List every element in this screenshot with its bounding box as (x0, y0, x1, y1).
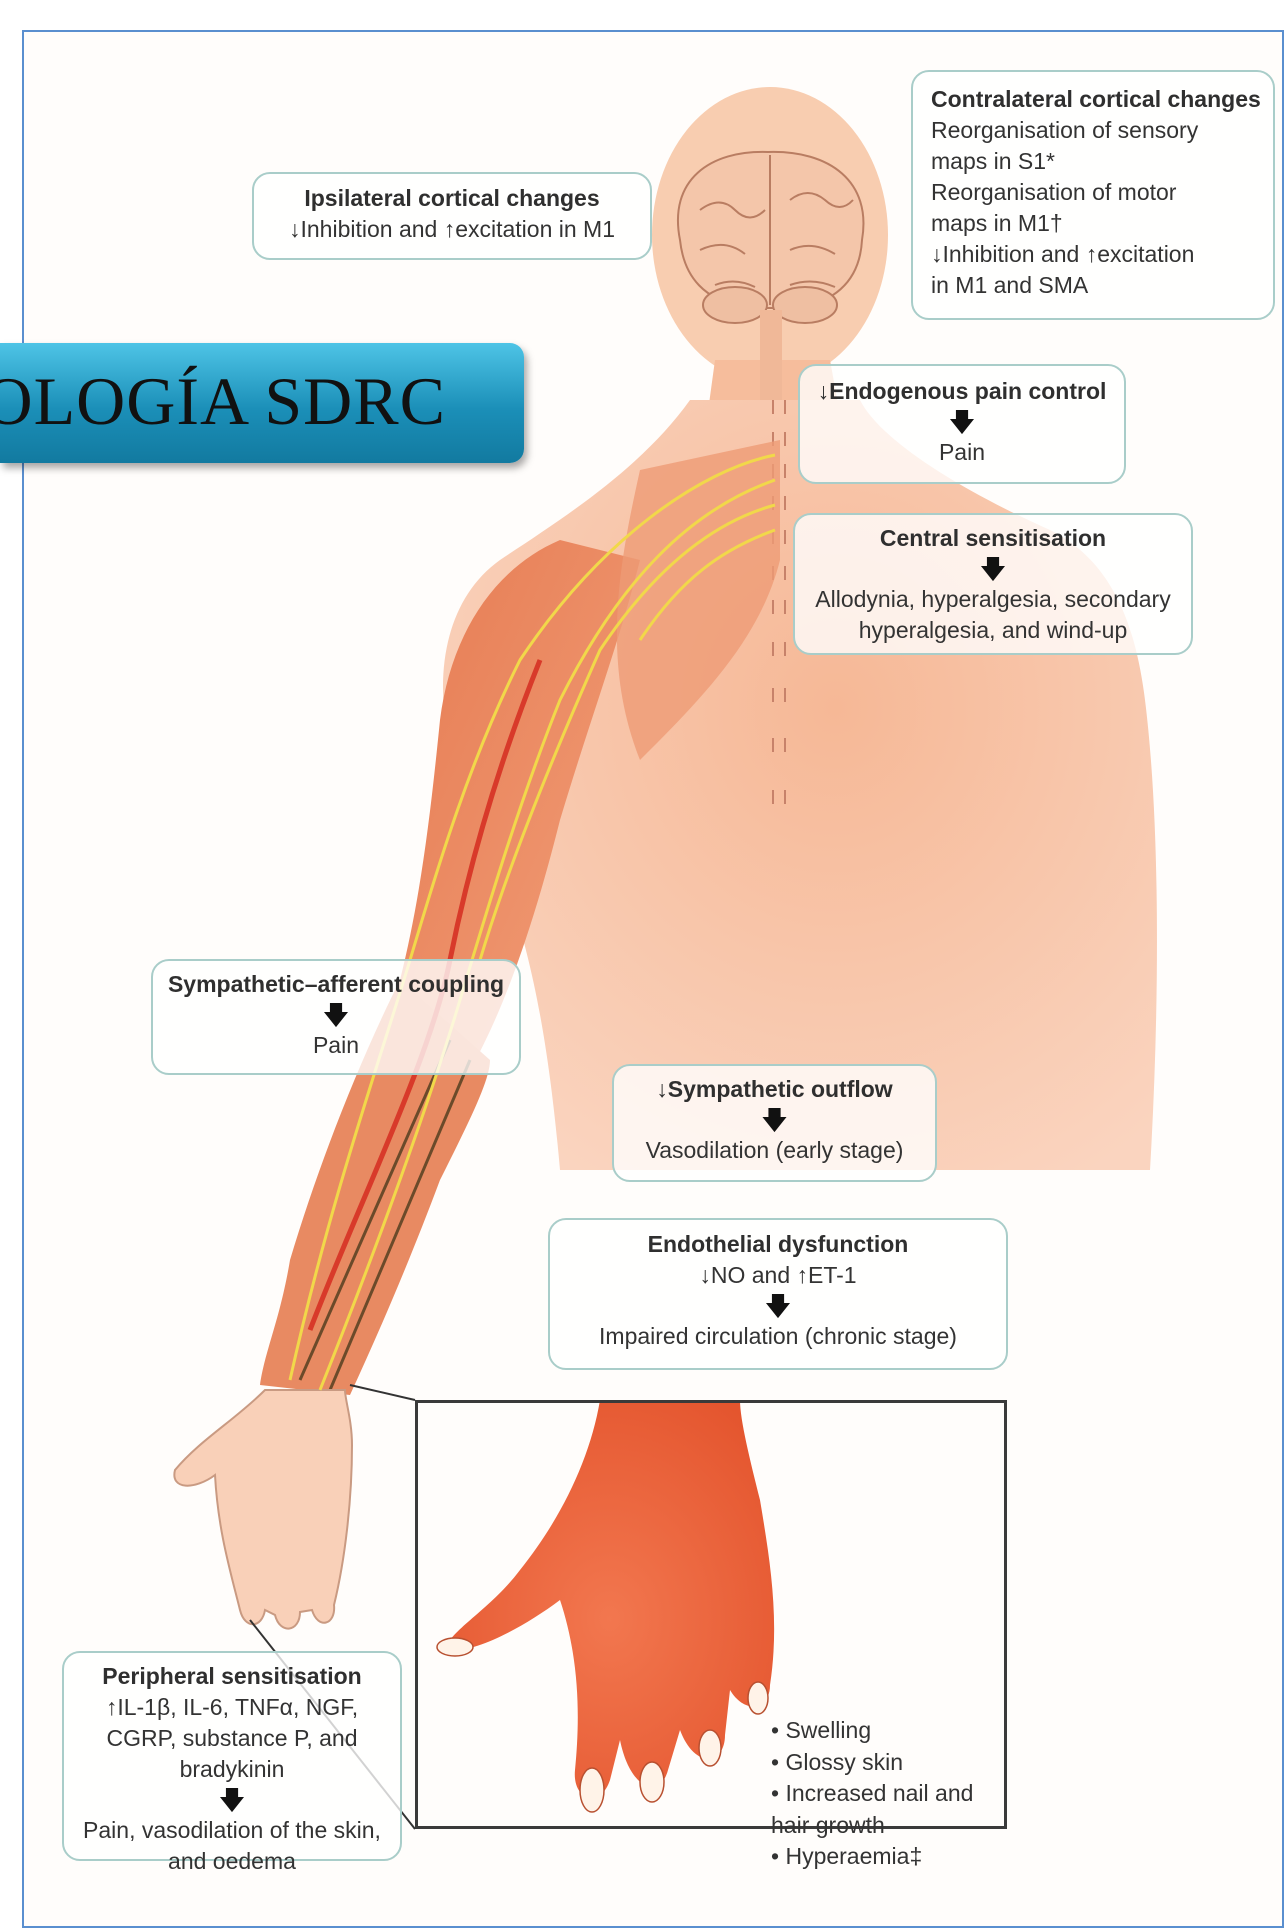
contralateral-heading: Contralateral cortical changes (931, 84, 1261, 115)
central-heading: Central sensitisation (807, 523, 1179, 554)
sympathetic-outflow-box: ↓Sympathetic outflow 🡇 Vasodilation (ear… (612, 1064, 937, 1182)
down-arrow-icon: 🡇 (807, 554, 1179, 584)
endothelial-heading: Endothelial dysfunction (562, 1229, 994, 1260)
symptom-item: Swelling (771, 1715, 991, 1747)
down-arrow-icon: 🡇 (626, 1105, 923, 1135)
peripheral-line: ↑IL-1β, IL-6, TNFα, NGF, CGRP, substance… (76, 1692, 388, 1785)
ipsilateral-line: ↓Inhibition and ↑excitation in M1 (266, 214, 638, 245)
endothelial-dysfunction-box: Endothelial dysfunction ↓NO and ↑ET-1 🡇 … (548, 1218, 1008, 1370)
symptom-item: Glossy skin (771, 1747, 991, 1779)
sympathetic-outflow-result: Vasodilation (early stage) (626, 1135, 923, 1166)
peripheral-result: Pain, vasodilation of the skin, and oede… (76, 1815, 388, 1877)
down-arrow-icon: 🡇 (76, 1785, 388, 1815)
down-arrow-icon: 🡇 (562, 1291, 994, 1321)
normal-hand (174, 1390, 352, 1629)
down-arrow-icon: 🡇 (165, 1000, 507, 1030)
contralateral-line: Reorganisation of sensory (931, 115, 1261, 146)
endogenous-pain-control-box: ↓Endogenous pain control 🡇 Pain (798, 364, 1126, 484)
sympathetic-afferent-coupling-box: Sympathetic–afferent coupling 🡇 Pain (151, 959, 521, 1075)
contralateral-line: maps in M1† (931, 208, 1261, 239)
contralateral-line: maps in S1* (931, 146, 1261, 177)
ipsilateral-cortical-changes-box: Ipsilateral cortical changes ↓Inhibition… (252, 172, 652, 260)
ipsilateral-heading: Ipsilateral cortical changes (266, 183, 638, 214)
contralateral-line: Reorganisation of motor (931, 177, 1261, 208)
peripheral-heading: Peripheral sensitisation (76, 1661, 388, 1692)
title-banner: OLOGÍA SDRC (0, 343, 524, 463)
central-sensitisation-box: Central sensitisation 🡇 Allodynia, hyper… (793, 513, 1193, 655)
contralateral-cortical-changes-box: Contralateral cortical changes Reorganis… (911, 70, 1275, 320)
contralateral-line: ↓Inhibition and ↑excitation (931, 239, 1261, 270)
down-arrow-icon: 🡇 (812, 407, 1112, 437)
endothelial-result: Impaired circulation (chronic stage) (562, 1321, 994, 1352)
symptom-item: Hyperaemia‡ (771, 1841, 991, 1873)
central-result: Allodynia, hyperalgesia, secondary hyper… (807, 584, 1179, 646)
symptom-item: Increased nail and hair growth (771, 1778, 991, 1841)
sympathetic-outflow-heading: ↓Sympathetic outflow (626, 1074, 923, 1105)
banner-title: OLOGÍA SDRC (0, 361, 446, 441)
sympathetic-afferent-heading: Sympathetic–afferent coupling (165, 969, 507, 1000)
contralateral-line: in M1 and SMA (931, 270, 1261, 301)
endogenous-result: Pain (812, 437, 1112, 468)
endothelial-line: ↓NO and ↑ET-1 (562, 1260, 994, 1291)
symptom-list: Swelling Glossy skin Increased nail and … (771, 1715, 991, 1873)
peripheral-sensitisation-box: Peripheral sensitisation ↑IL-1β, IL-6, T… (62, 1651, 402, 1861)
endogenous-heading: ↓Endogenous pain control (812, 376, 1112, 407)
sympathetic-afferent-result: Pain (165, 1030, 507, 1061)
